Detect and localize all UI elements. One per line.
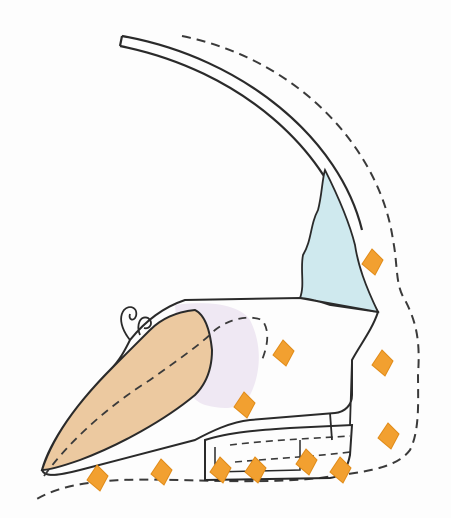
crest-bony-core [300, 170, 378, 312]
landmark-marker [378, 423, 399, 449]
landmark-marker [87, 465, 108, 491]
landmark-marker [296, 449, 317, 475]
landmark-marker [362, 249, 383, 275]
skull-strut [330, 360, 352, 440]
beak-premaxilla [42, 310, 212, 470]
landmark-marker [372, 350, 393, 376]
landmark-marker [151, 459, 172, 485]
crest-tip [120, 36, 122, 46]
landmark-marker [273, 340, 294, 366]
